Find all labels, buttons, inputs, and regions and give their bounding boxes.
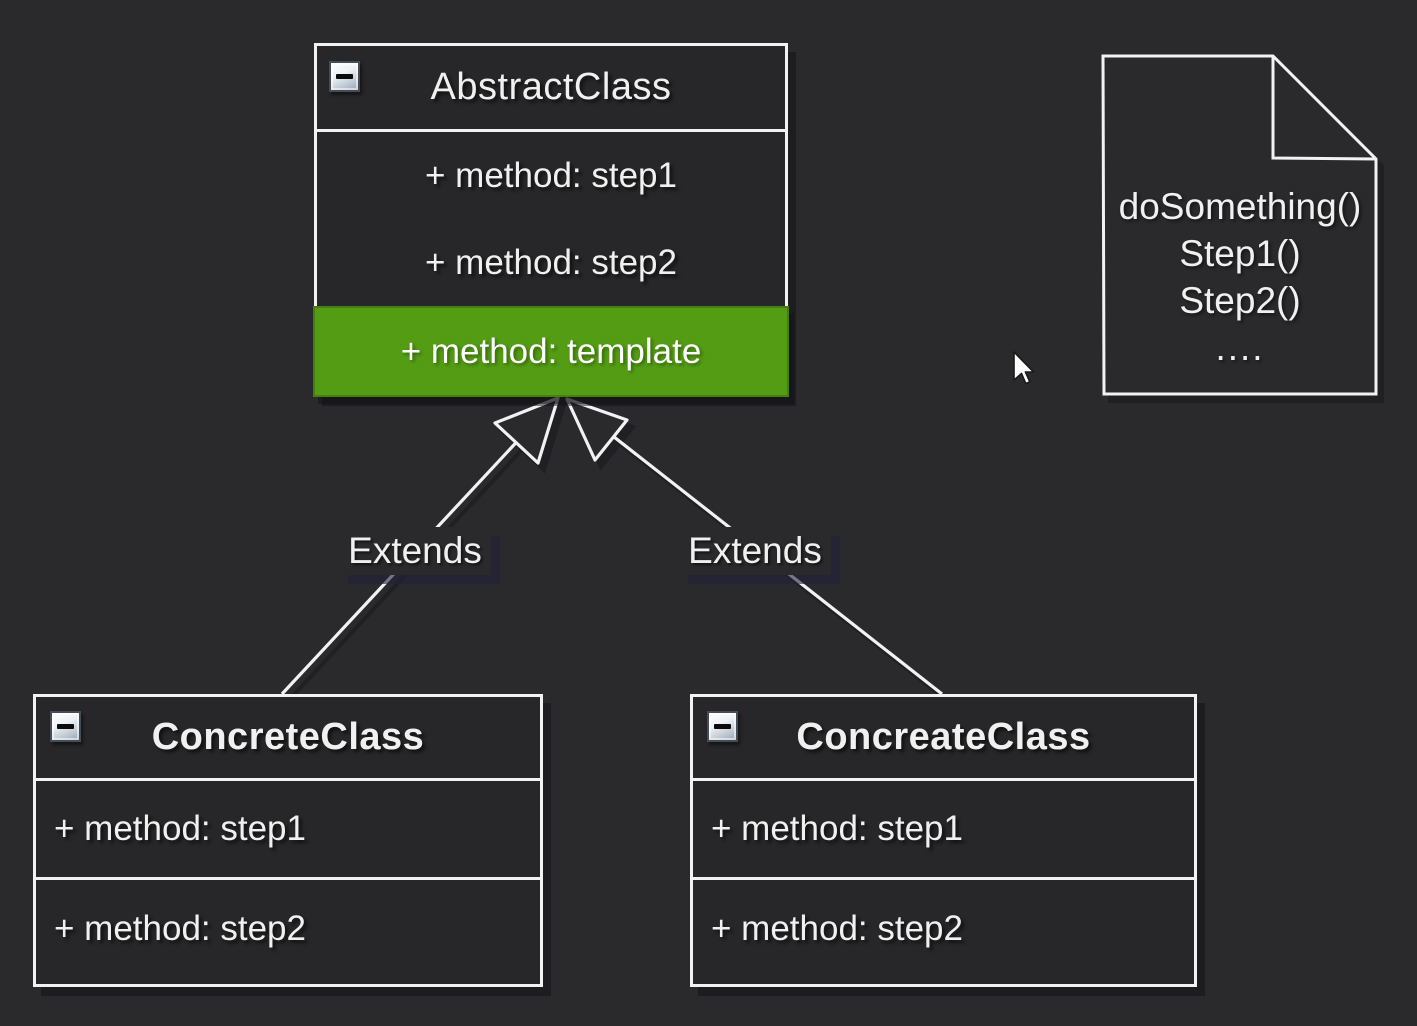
class-header: AbstractClass — [317, 46, 785, 132]
minus-glyph — [336, 74, 353, 79]
method-row: + method: step1 — [693, 781, 1194, 880]
minus-glyph — [57, 724, 74, 729]
note-line: Step1() — [1179, 233, 1301, 274]
method-row: + method: step2 — [425, 242, 677, 282]
class-title: ConcreateClass — [796, 716, 1091, 758]
hollow-triangle-arrowhead — [565, 397, 629, 462]
collapse-minus-icon[interactable] — [50, 711, 81, 742]
note-fold-corner — [1271, 56, 1377, 161]
class-box-concrete-right[interactable]: ConcreateClass + method: step1 + method:… — [690, 694, 1197, 987]
class-title: ConcreteClass — [151, 716, 425, 758]
method-row: + method: step1 — [425, 155, 677, 195]
method-row: + method: step2 — [54, 909, 306, 948]
class-header: ConcreateClass — [693, 697, 1194, 781]
note-line: Step2() — [1179, 280, 1301, 321]
note-shape[interactable] — [1101, 54, 1378, 396]
mouse-cursor-icon — [1013, 351, 1035, 385]
method-row: + method: step1 — [36, 781, 540, 880]
class-header: ConcreteClass — [36, 697, 540, 781]
minus-glyph — [714, 724, 731, 729]
hollow-triangle-arrowhead — [493, 396, 560, 465]
class-title: AbstractClass — [430, 66, 672, 108]
note-text: doSomething() Step1() Step2() .... — [1104, 183, 1376, 371]
class-box-concrete-left[interactable]: ConcreteClass + method: step1 + method: … — [33, 694, 543, 987]
collapse-minus-icon[interactable] — [707, 711, 738, 742]
method-row: + method: step2 — [711, 909, 963, 948]
extends-label-left: Extends — [339, 527, 491, 575]
template-method-row-highlighted: + method: template — [313, 306, 789, 397]
class-box-abstract[interactable]: AbstractClass + method: step1 + method: … — [313, 43, 789, 397]
note-line: doSomething() — [1118, 186, 1362, 227]
extends-label-right: Extends — [679, 527, 831, 575]
note-line: .... — [1215, 327, 1265, 368]
collapse-minus-icon[interactable] — [329, 61, 360, 92]
